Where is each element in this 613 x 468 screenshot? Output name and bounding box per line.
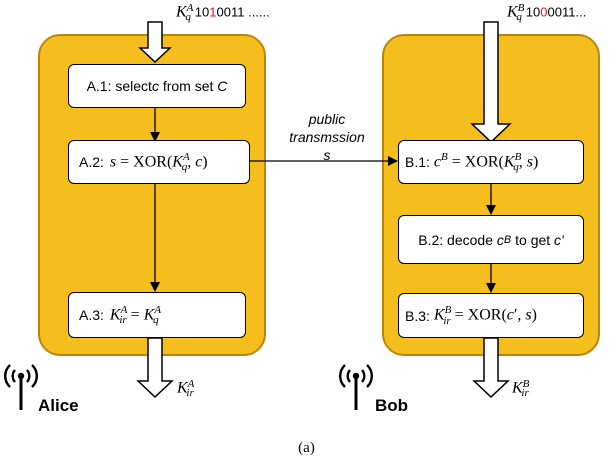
step-a1-box: A.1: select c from set C xyxy=(68,64,246,108)
bob-input-key: KBq 1000011... xyxy=(507,2,587,24)
alice-input-bits: 1010011 xyxy=(195,5,245,20)
step-a2-formula: s = XOR(KAq, c) xyxy=(109,150,208,174)
bob-antenna-icon xyxy=(339,364,373,410)
key-bit: 1 xyxy=(237,4,245,20)
key-bit: 0 xyxy=(554,4,562,20)
key-bit: 1 xyxy=(568,4,576,20)
key-bit: 0 xyxy=(202,4,210,20)
key-bit: 1 xyxy=(561,4,569,20)
alice-output-key: KAir xyxy=(177,378,195,400)
step-b3-formula: KBir = XOR(c′, s) xyxy=(433,304,537,327)
key-bit: 1 xyxy=(525,4,534,20)
key-bit: 0 xyxy=(216,4,224,20)
bob-input-arrow xyxy=(470,21,512,144)
alice-output-arrow xyxy=(136,337,174,399)
key-bit: 0 xyxy=(540,4,548,20)
bob-output-arrow xyxy=(472,337,510,399)
alice-input-key: KAq 1010011 ...... xyxy=(176,2,270,24)
step-b1-formula: cB = XOR(KBq, s) xyxy=(433,150,539,174)
alice-input-arrow xyxy=(138,21,172,64)
key-bit: 1 xyxy=(194,4,203,20)
key-bit: 0 xyxy=(533,4,541,20)
key-bit: 1 xyxy=(209,4,217,20)
key-bit: 0 xyxy=(547,4,555,20)
key-bit: 0 xyxy=(223,4,231,20)
key-bit: 1 xyxy=(230,4,238,20)
alice-antenna-icon xyxy=(4,364,38,410)
transmission-label: public transmssion s xyxy=(289,111,365,163)
figure-caption: (a) xyxy=(298,440,315,456)
step-b1-box: B.1: cB = XOR(KBq, s) xyxy=(398,140,584,184)
step-a2-box: A.2: s = XOR(KAq, c) xyxy=(68,140,250,184)
bob-name: Bob xyxy=(375,396,409,415)
alice-name: Alice xyxy=(38,396,79,415)
bob-output-key: KBir xyxy=(512,378,530,400)
step-a3-formula: KAir = KAq xyxy=(109,303,162,327)
step-b3-box: B.3: KBir = XOR(c′, s) xyxy=(398,293,584,338)
bob-input-bits: 1000011 xyxy=(526,5,576,20)
step-a3-box: A.3: KAir = KAq xyxy=(68,292,246,338)
